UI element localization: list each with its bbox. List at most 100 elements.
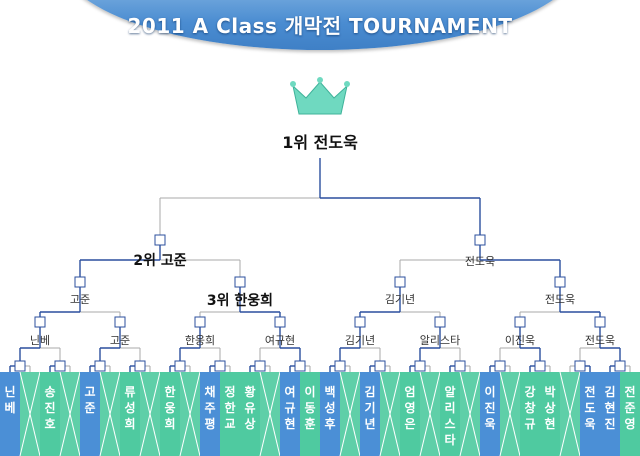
node-box-icon <box>54 360 66 372</box>
player-slot <box>179 371 201 456</box>
round16-label: 고준 <box>110 334 130 347</box>
node-box-icon <box>94 360 106 372</box>
round16-label: 이진욱 <box>505 334 535 347</box>
round16-label: 한웅희 <box>185 334 215 347</box>
node-box-icon <box>74 276 86 288</box>
node-box-icon <box>354 316 366 328</box>
x-mark-icon <box>339 371 361 456</box>
node-box-icon <box>494 360 506 372</box>
node-box-icon <box>594 316 606 328</box>
node-box-icon <box>514 316 526 328</box>
node-box-icon <box>154 234 166 246</box>
semifinal-label: 전도욱 <box>465 255 495 268</box>
player-box <box>480 372 500 456</box>
player-box <box>440 372 460 456</box>
crown-jewel-icon <box>290 81 296 87</box>
player-slot <box>459 371 481 456</box>
quarterfinal-label: 전도욱 <box>545 293 575 306</box>
node-box-icon <box>294 360 306 372</box>
player-slot <box>139 371 161 456</box>
player-box <box>540 372 560 456</box>
player-box <box>80 372 100 456</box>
round16-label: 닌베 <box>30 334 50 347</box>
x-mark-icon <box>379 371 401 456</box>
player-box <box>40 372 60 456</box>
x-mark-icon <box>19 371 41 456</box>
node-box-icon <box>194 316 206 328</box>
round16-label: 여규현 <box>265 334 295 347</box>
x-mark-icon <box>139 371 161 456</box>
x-mark-icon <box>459 371 481 456</box>
x-mark-icon <box>419 371 441 456</box>
crown-jewel-icon <box>344 81 350 87</box>
champion-label: 1위 전도욱 <box>282 133 358 152</box>
x-mark-icon <box>99 371 121 456</box>
player-slot <box>99 371 121 456</box>
player-box <box>520 372 540 456</box>
player-box <box>360 372 380 456</box>
player-slot <box>59 371 81 456</box>
player-box <box>280 372 300 456</box>
page-title: 2011 A Class 개막전 TOURNAMENT <box>127 14 513 38</box>
player-box <box>600 372 620 456</box>
round16-label: 알리스타 <box>420 333 460 347</box>
player-slot <box>379 371 401 456</box>
player-box <box>220 372 240 456</box>
player-box <box>300 372 320 456</box>
third-place-label: 3위 한웅희 <box>207 293 273 309</box>
node-box-icon <box>394 276 406 288</box>
player-slot <box>419 371 441 456</box>
node-box-icon <box>254 360 266 372</box>
x-mark-icon <box>59 371 81 456</box>
round16-label: 전도욱 <box>585 334 615 347</box>
quarterfinal-label: 고준 <box>70 293 90 306</box>
node-box-icon <box>534 360 546 372</box>
node-box-icon <box>434 316 446 328</box>
player-box <box>580 372 600 456</box>
node-box-icon <box>14 360 26 372</box>
node-box-icon <box>554 276 566 288</box>
node-box-icon <box>174 360 186 372</box>
quarterfinal-label: 김기년 <box>385 293 415 306</box>
player-box <box>200 372 220 456</box>
player-slot <box>339 371 361 456</box>
node-box-icon <box>414 360 426 372</box>
player-box <box>120 372 140 456</box>
runner-up-label: 2위 고준 <box>133 253 186 269</box>
player-slot <box>559 371 581 456</box>
crown-jewel-icon <box>317 77 323 83</box>
node-box-icon <box>114 316 126 328</box>
player-box <box>0 372 20 456</box>
x-mark-icon <box>559 371 581 456</box>
